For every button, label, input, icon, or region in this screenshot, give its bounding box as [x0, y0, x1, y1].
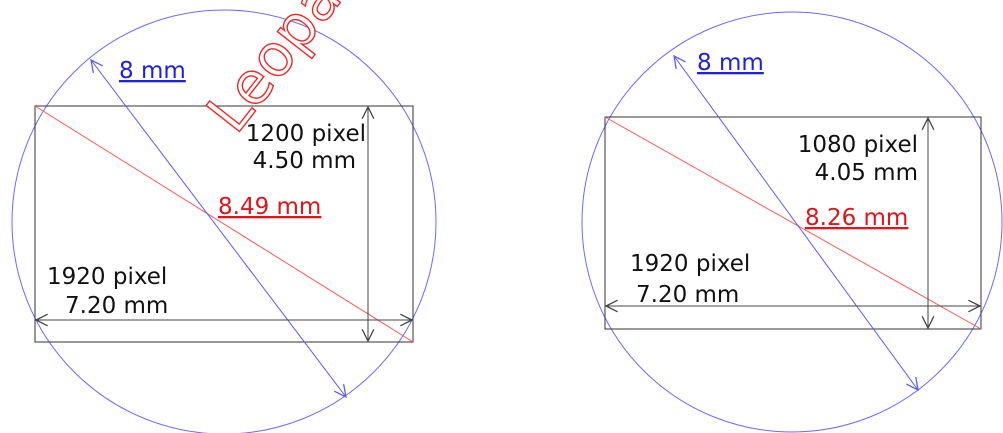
width-pixels-label-right: 1920 pixel	[630, 251, 750, 277]
image-circle-left	[11, 9, 437, 433]
width-mm-label-right: 7.20 mm	[636, 282, 739, 308]
height-mm-label-left: 4.50 mm	[253, 148, 356, 174]
diagram-1920x1080: 8 mm 1080 pixel 4.05 mm 8.26 mm 1920 pix…	[581, 11, 1003, 433]
diameter-arrow-left	[91, 60, 346, 397]
diameter-arrow-right	[674, 56, 918, 390]
width-pixels-label-left: 1920 pixel	[47, 264, 167, 290]
diameter-label-left: 8 mm	[119, 58, 186, 84]
diagram-1920x1200: 8 mm 1200 pixel 4.50 mm 8.49 mm 1920 pix…	[11, 9, 437, 433]
diameter-label-right: 8 mm	[697, 50, 764, 76]
diagonal-label-right: 8.26 mm	[805, 205, 908, 231]
diagonal-label-left: 8.49 mm	[218, 194, 321, 220]
height-pixels-label-left: 1200 pixel	[246, 121, 366, 147]
image-circle-right	[581, 11, 1003, 433]
height-pixels-label-right: 1080 pixel	[798, 132, 918, 158]
height-mm-label-right: 4.05 mm	[815, 160, 918, 186]
width-mm-label-left: 7.20 mm	[65, 293, 168, 319]
